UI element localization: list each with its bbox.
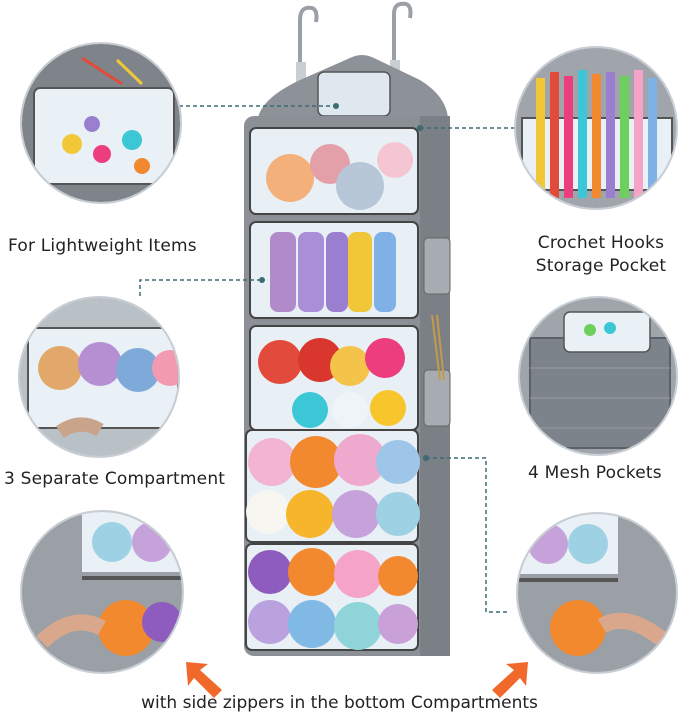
label-crochet-hooks-line2: Storage Pocket xyxy=(535,256,667,276)
detail-circle-mid-left xyxy=(18,296,180,458)
detail-circle-bottom-left xyxy=(20,510,184,674)
detail-circle-top-left xyxy=(20,42,182,204)
door-hooks xyxy=(298,1,413,62)
label-lightweight-items: For Lightweight Items xyxy=(8,236,197,256)
detail-circle-mid-right xyxy=(518,296,678,456)
caption-side-zippers: with side zippers in the bottom Compartm… xyxy=(141,693,538,713)
detail-circle-bottom-right xyxy=(516,512,678,674)
label-crochet-hooks-line1: Crochet Hooks xyxy=(537,233,665,253)
callout-lines xyxy=(139,105,520,613)
label-mesh-pockets: 4 Mesh Pockets xyxy=(528,463,662,483)
label-crochet-hooks: Crochet Hooks Storage Pocket xyxy=(526,232,676,278)
arrow-up-left-icon xyxy=(186,662,222,698)
label-separate-compartment: 3 Separate Compartment xyxy=(4,469,226,489)
arrow-up-right-icon xyxy=(492,662,528,698)
detail-circle-top-right xyxy=(514,46,678,210)
